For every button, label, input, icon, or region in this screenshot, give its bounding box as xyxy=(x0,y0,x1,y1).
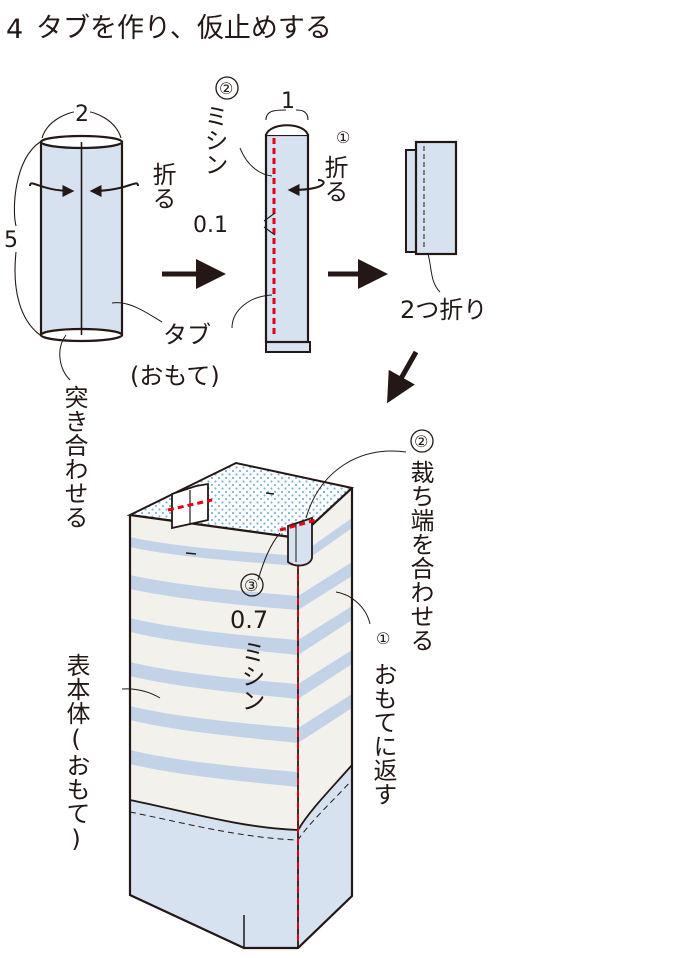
step-a-height-dim: 5 xyxy=(4,228,18,253)
step-b-seam-num: ② xyxy=(219,79,233,98)
step-a-fold-label: 折る xyxy=(148,162,176,210)
step-a-tab-label-1: タブ xyxy=(163,321,211,349)
bag-body-diagram xyxy=(121,450,407,950)
assembly-body-label: 表本体(おもて) xyxy=(62,653,90,853)
step-c-label: 2つ折り xyxy=(400,296,487,324)
arrow-c-to-assembly xyxy=(387,350,419,404)
step-a-width-dim: 2 xyxy=(75,102,89,127)
step-b-seam-num-circle xyxy=(215,76,239,100)
assembly-turn-label: おもてに返す xyxy=(369,662,397,806)
assembly-turn-num: ① xyxy=(376,629,390,648)
align-num-circle xyxy=(410,429,434,453)
step-b-fold-label: 折る xyxy=(320,155,348,203)
step-a-tab-diagram xyxy=(13,111,163,381)
step-number: 4 xyxy=(6,14,23,45)
step-c-tab-diagram xyxy=(405,140,458,293)
assembly-align-label: 裁ち端を合わせる xyxy=(406,460,434,652)
step-b-tab-diagram xyxy=(231,109,325,353)
step-a-butt-join-label: 突き合わせる xyxy=(60,385,88,529)
assembly-stitch-label: ミシン xyxy=(237,640,265,712)
step-title: タブを作り、仮止めする xyxy=(36,13,332,44)
step-b-seam-label: ミシン xyxy=(200,104,228,176)
stitch-num-circle xyxy=(240,573,264,597)
step-a-tab-label-2: (おもて) xyxy=(130,362,220,390)
assembly-stitch-dim: 0.7 xyxy=(230,606,268,634)
assembly-align-num: ② xyxy=(414,432,428,451)
assembly-stitch-num: ③ xyxy=(244,576,258,595)
step-b-fold-num: ① xyxy=(336,128,350,147)
step-b-width-dim: 1 xyxy=(281,89,295,114)
step-b-margin-dim: 0.1 xyxy=(193,213,228,238)
